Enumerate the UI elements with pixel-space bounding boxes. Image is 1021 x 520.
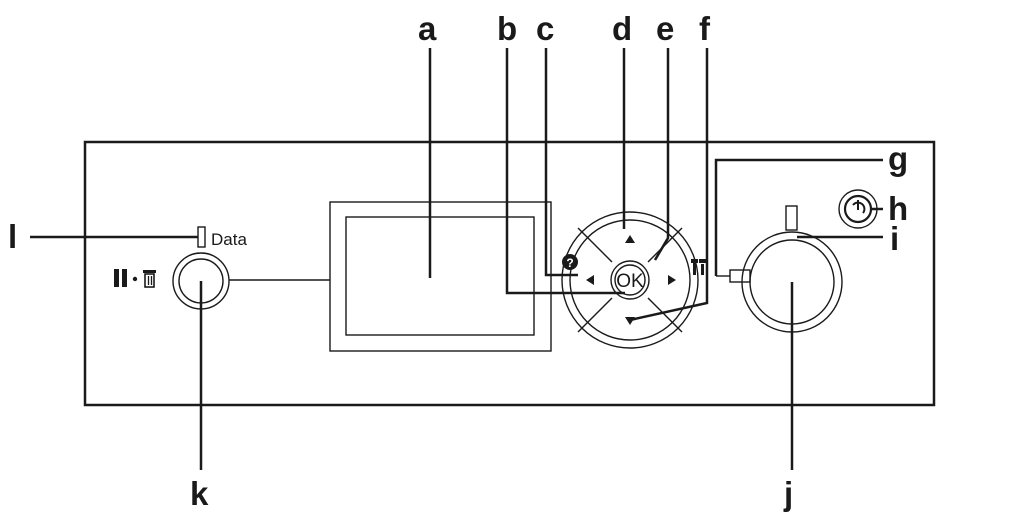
arrow-up-icon — [625, 235, 635, 243]
callout-j: j — [783, 475, 793, 512]
power-wakeup-icon — [852, 200, 866, 214]
ok-button[interactable]: OK — [610, 260, 650, 300]
right-button[interactable] — [668, 275, 676, 285]
lcd-panel-frame — [329, 201, 552, 352]
arrow-right-icon — [668, 275, 676, 285]
callout-g: g — [888, 140, 908, 177]
data-light — [197, 226, 206, 248]
control-panel-outline — [83, 140, 936, 407]
callout-k: k — [190, 475, 209, 512]
ok-label: OK — [616, 271, 644, 292]
callout-l: l — [8, 218, 17, 255]
help-icon: ? — [562, 254, 578, 270]
callout-f: f — [699, 10, 711, 47]
callout-d: d — [612, 10, 632, 47]
callout-c: c — [536, 10, 554, 47]
back-button[interactable] — [586, 275, 594, 285]
callout-a: a — [418, 10, 437, 47]
pause-cancel-icon — [114, 269, 156, 288]
callout-h: h — [888, 190, 908, 227]
ready-light — [785, 205, 798, 231]
data-label: Data — [211, 230, 247, 249]
wrench-screwdriver-icon — [691, 259, 706, 275]
svg-text:?: ? — [566, 256, 573, 270]
callout-i: i — [890, 220, 899, 257]
error-light — [729, 269, 751, 283]
up-button[interactable] — [625, 235, 635, 243]
lcd-screen — [345, 216, 535, 336]
callout-e: e — [656, 10, 674, 47]
arrow-left-icon — [586, 275, 594, 285]
callout-leaders — [30, 48, 883, 470]
callout-b: b — [497, 10, 517, 47]
